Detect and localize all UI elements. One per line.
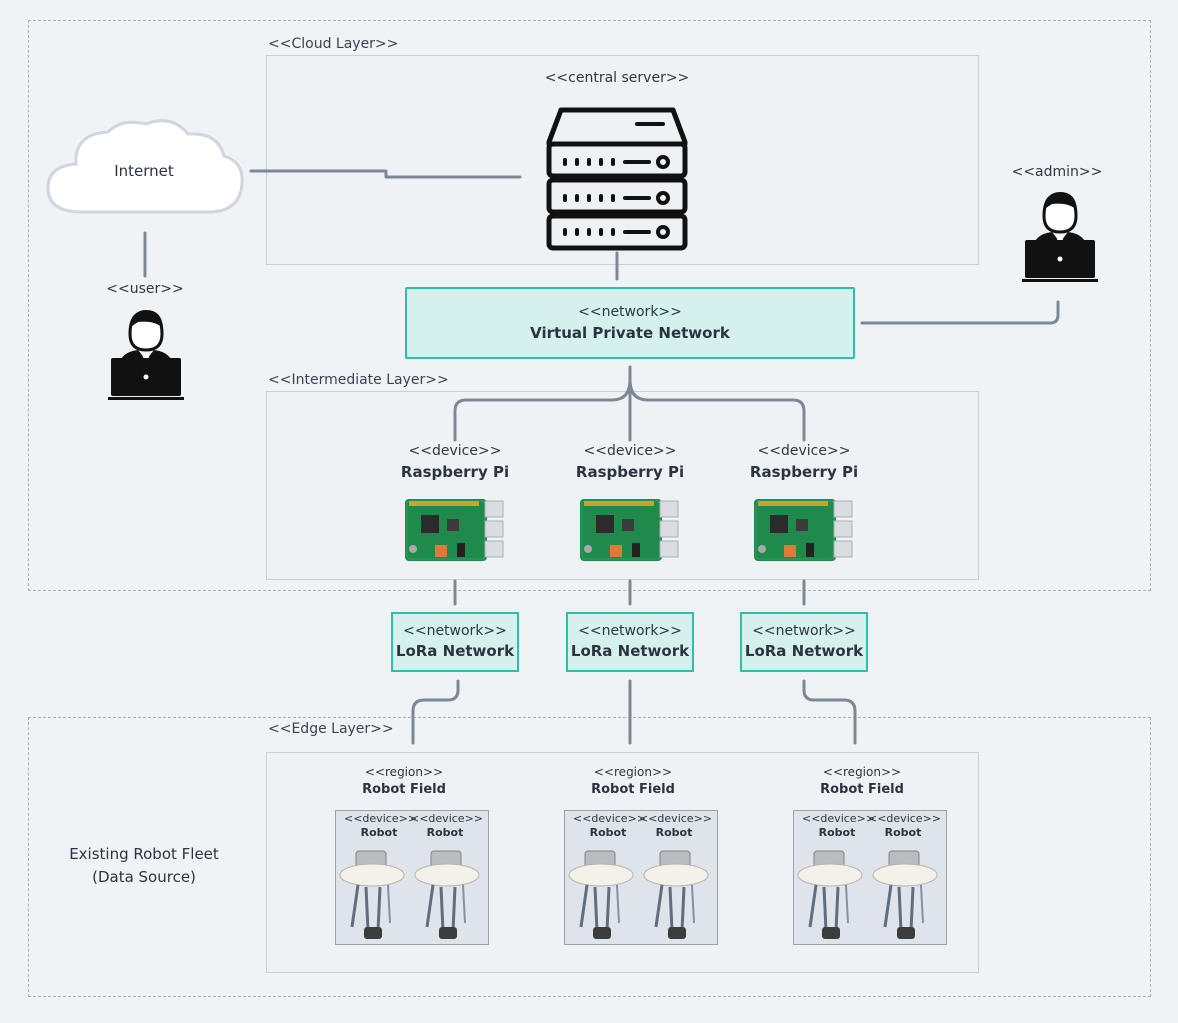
vpn-name: Virtual Private Network	[530, 324, 730, 342]
edge-dashed-group	[28, 717, 1151, 997]
internet-label: Internet	[114, 162, 174, 180]
robot-icon	[339, 850, 405, 939]
robot-stereotype: <<device>>	[344, 812, 417, 825]
lora-stereotype: <<network>>	[578, 623, 682, 639]
robot-field-3: <<device>> Robot <<device>> Robot	[793, 810, 947, 945]
robot-stereotype: <<device>>	[639, 812, 712, 825]
device-name: Raspberry Pi	[749, 463, 859, 481]
region-2-header: <<region>> Robot Field	[563, 765, 703, 797]
device-2: <<device>> Raspberry Pi	[570, 443, 690, 481]
robot-stereotype: <<device>>	[410, 812, 483, 825]
vpn-admin-connector	[860, 300, 1060, 325]
region-stereotype: <<region>>	[364, 765, 444, 779]
intermediate-layer-label: <<Intermediate Layer>>	[268, 372, 449, 388]
device-stereotype: <<device>>	[757, 443, 851, 459]
top-dashed-group	[28, 20, 1151, 591]
lora-name: LoRa Network	[395, 642, 515, 660]
region-name: Robot Field	[591, 782, 675, 797]
lora-field-connector-3	[802, 679, 857, 745]
user-stereotype: <<user>>	[106, 281, 184, 297]
robot-name: Robot	[655, 826, 693, 839]
lora-stereotype: <<network>>	[403, 623, 507, 639]
raspberry-pi-board-icon	[754, 499, 853, 561]
vpn-device-connector-1	[453, 378, 632, 442]
vpn-stereotype: <<network>>	[578, 304, 682, 320]
robot-stereotype: <<device>>	[868, 812, 941, 825]
device-3: <<device>> Raspberry Pi	[744, 443, 864, 481]
server-stereotype: <<central server>>	[544, 70, 690, 86]
robot-stereotype: <<device>>	[802, 812, 875, 825]
device-1: <<device>> Raspberry Pi	[395, 443, 515, 481]
robot-name: Robot	[884, 826, 922, 839]
device-stereotype: <<device>>	[583, 443, 677, 459]
device-name: Raspberry Pi	[400, 463, 510, 481]
vpn-box: <<network>> Virtual Private Network	[405, 287, 855, 359]
robot-icon	[414, 850, 480, 939]
robot-field-2: <<device>> Robot <<device>> Robot	[564, 810, 718, 945]
robot-name: Robot	[589, 826, 627, 839]
lora-box-1: <<network>> LoRa Network	[391, 612, 519, 672]
robot-icon	[872, 850, 938, 939]
internet-server-connector	[249, 169, 522, 179]
robot-name: Robot	[360, 826, 398, 839]
lora-field-connector-1	[411, 679, 460, 745]
raspberry-pi-board-icon	[405, 499, 504, 561]
fleet-line-2: (Data Source)	[92, 868, 196, 886]
raspberry-pi-board-icon	[580, 499, 679, 561]
fleet-label: Existing Robot Fleet (Data Source)	[52, 843, 236, 889]
admin-stereotype: <<admin>>	[1011, 164, 1103, 180]
lora-box-3: <<network>> LoRa Network	[740, 612, 868, 672]
lora-box-2: <<network>> LoRa Network	[566, 612, 694, 672]
region-stereotype: <<region>>	[593, 765, 673, 779]
internet-cloud: Internet	[42, 116, 246, 226]
lora-stereotype: <<network>>	[752, 623, 856, 639]
device-name: Raspberry Pi	[575, 463, 685, 481]
user-icon	[108, 310, 184, 400]
lora-name: LoRa Network	[570, 642, 690, 660]
cloud-layer-label: <<Cloud Layer>>	[268, 36, 399, 52]
vpn-device-connector-3	[628, 378, 806, 442]
robot-name: Robot	[818, 826, 856, 839]
region-1-header: <<region>> Robot Field	[334, 765, 474, 797]
cloud-icon	[46, 119, 244, 214]
admin-icon	[1022, 192, 1098, 282]
robot-field-1: <<device>> Robot <<device>> Robot	[335, 810, 489, 945]
region-name: Robot Field	[820, 782, 904, 797]
robot-icon	[568, 850, 634, 939]
device-stereotype: <<device>>	[408, 443, 502, 459]
fleet-line-1: Existing Robot Fleet	[69, 845, 219, 863]
robot-icon	[797, 850, 863, 939]
lora-name: LoRa Network	[744, 642, 864, 660]
region-stereotype: <<region>>	[822, 765, 902, 779]
robot-stereotype: <<device>>	[573, 812, 646, 825]
robot-icon	[643, 850, 709, 939]
cloud-layer-box	[266, 55, 979, 265]
region-name: Robot Field	[362, 782, 446, 797]
robot-name: Robot	[426, 826, 464, 839]
region-3-header: <<region>> Robot Field	[792, 765, 932, 797]
edge-layer-label: <<Edge Layer>>	[268, 721, 394, 737]
server-icon	[546, 107, 688, 251]
